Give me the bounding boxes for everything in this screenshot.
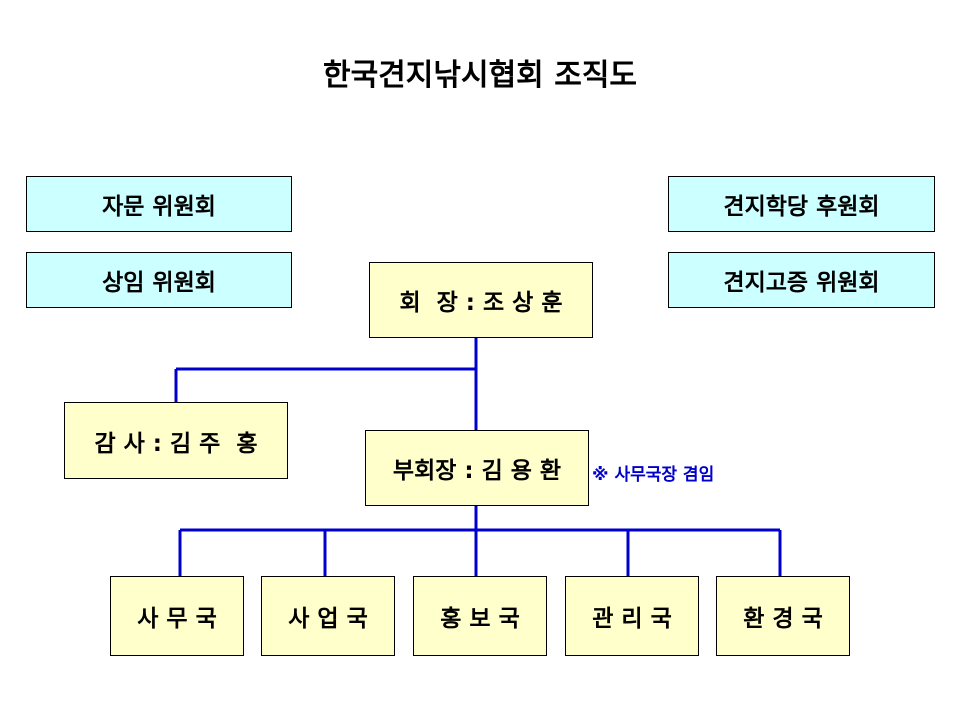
department-box: 사 업 국 xyxy=(261,576,395,656)
standing-committee-box: 상임 위원회 xyxy=(26,252,292,308)
vice-president-box: 부회장 : 김 용 환 xyxy=(365,430,589,506)
department-box: 관 리 국 xyxy=(565,576,699,656)
department-box: 사 무 국 xyxy=(110,576,244,656)
department-box: 홍 보 국 xyxy=(413,576,547,656)
certification-committee-box: 견지고증 위원회 xyxy=(668,252,935,308)
president-box: 회 장 : 조 상 훈 xyxy=(369,262,593,338)
department-box: 환 경 국 xyxy=(716,576,850,656)
advisory-committee-box: 자문 위원회 xyxy=(26,176,292,232)
academy-support-committee-box: 견지학당 후원회 xyxy=(668,176,935,232)
chart-title: 한국견지낚시협회 조직도 xyxy=(322,58,638,93)
vice-president-note: ※ 사무국장 겸임 xyxy=(592,465,715,485)
auditor-box: 감 사 : 김 주 홍 xyxy=(64,402,288,479)
